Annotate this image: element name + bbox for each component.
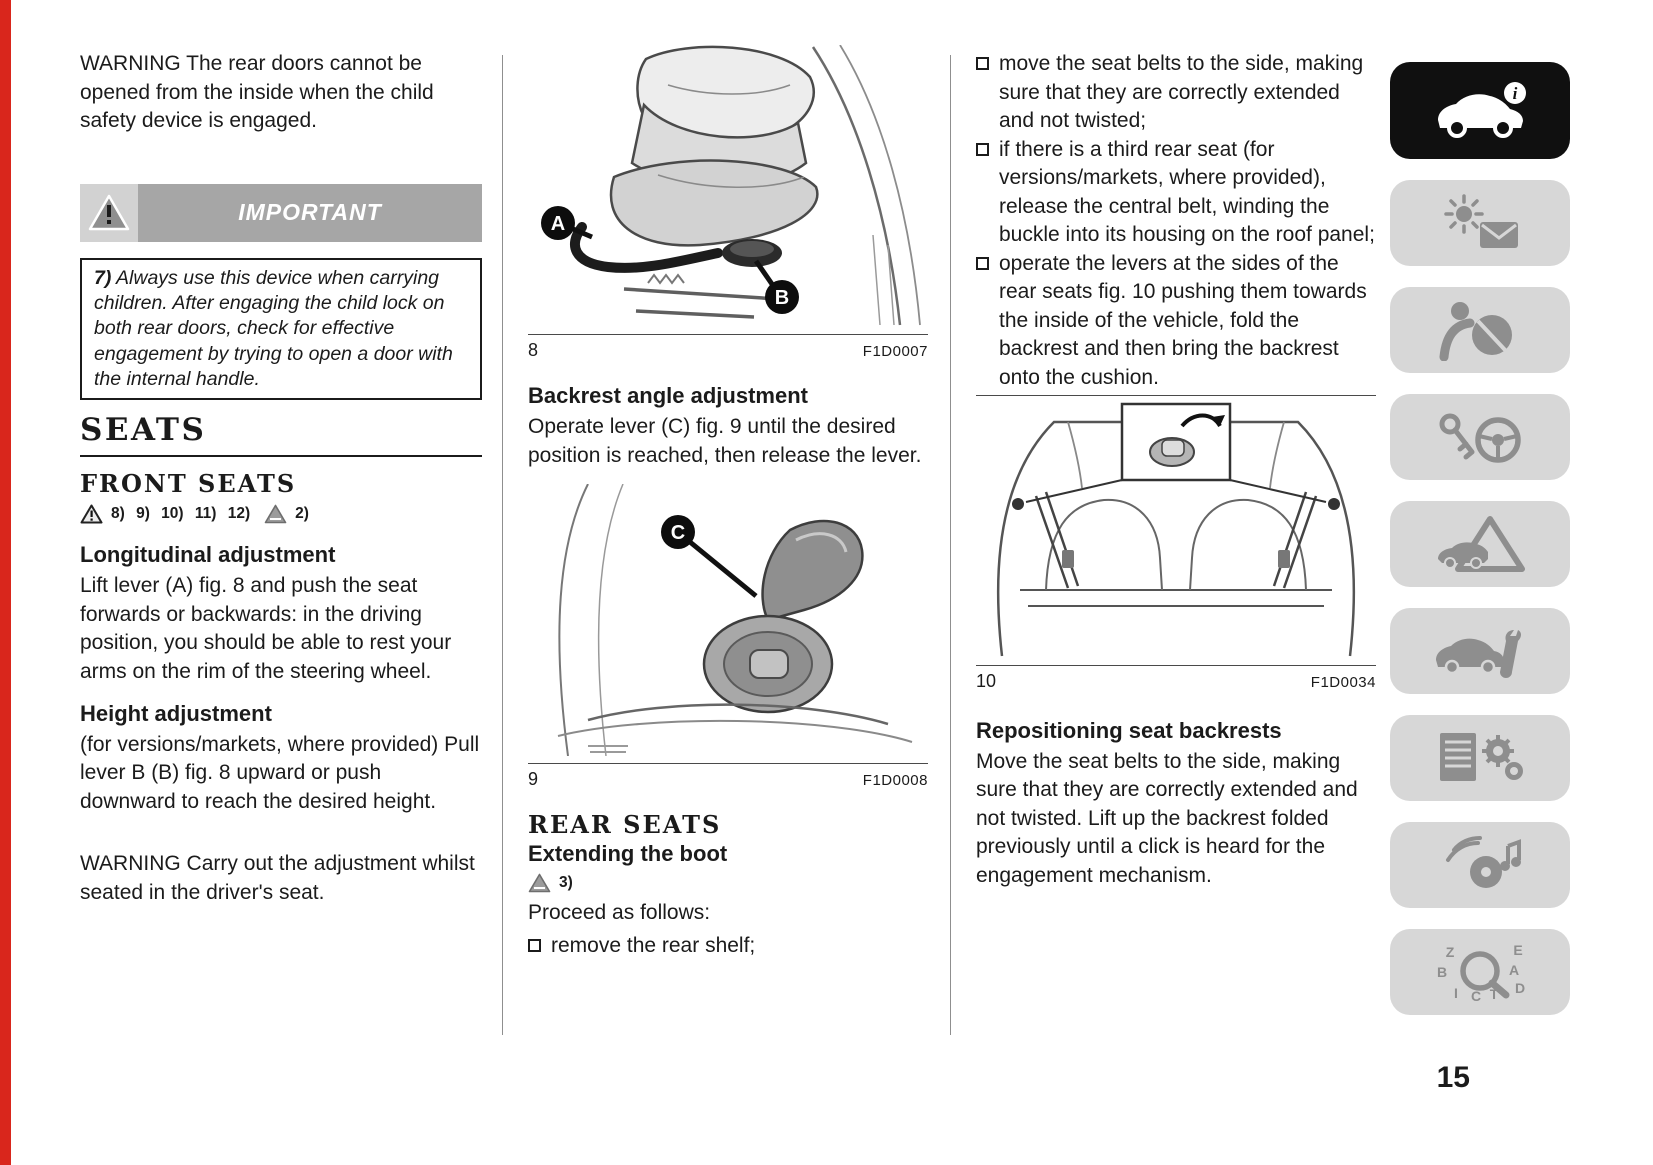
car-wrench-icon (1436, 630, 1521, 678)
figure-code: F1D0034 (1310, 673, 1376, 691)
backrest-text: Operate lever (C) fig. 9 until the desir… (528, 415, 922, 467)
warning-paragraph-top: WARNING The rear doors cannot be opened … (80, 52, 434, 133)
page-number: 15 (1436, 1061, 1470, 1094)
index-letter: D (1515, 980, 1525, 996)
car-info-icon: i (1438, 81, 1526, 138)
technical-data-icon (1440, 733, 1523, 781)
sidebar-item-multimedia[interactable] (1390, 822, 1570, 908)
figure-9: C 9 F1D0008 (528, 483, 928, 790)
index-search-icon: Z E B A D I C T (1437, 942, 1525, 1003)
list-item: if there is a third rear seat (for versi… (976, 136, 1376, 250)
longitudinal-heading: Longitudinal adjustment (80, 542, 336, 568)
caution-icon (528, 873, 551, 893)
index-letter: E (1513, 942, 1522, 958)
note-number: 7) (94, 266, 112, 289)
repositioning-heading: Repositioning seat backrests (976, 717, 1282, 743)
extending-boot-heading: Extending the boot (528, 841, 728, 867)
index-letter: A (1509, 962, 1519, 978)
height-text: (for versions/markets, where provided) P… (80, 732, 480, 813)
page-edge-accent (0, 0, 11, 1165)
figure-number: 9 (528, 769, 539, 790)
caution-note-ref: 2) (295, 505, 309, 523)
note-text: Always use this device when carrying chi… (94, 266, 453, 391)
figure-top-rule (976, 394, 1376, 396)
sidebar-item-warning-lights[interactable] (1390, 180, 1570, 266)
recline-lever-illustration: C (557, 483, 913, 757)
index-letter: T (1490, 986, 1499, 1002)
backrest-heading: Backrest angle adjustment (528, 383, 808, 408)
index-letter: Z (1446, 944, 1455, 960)
index-letter: I (1454, 985, 1458, 1001)
figure-number: 8 (528, 340, 539, 360)
caution-note-ref: 3) (559, 874, 573, 892)
figure-label-c: C (671, 522, 685, 544)
multimedia-icon (1446, 836, 1521, 888)
column-divider (502, 55, 503, 1035)
safety-airbag-icon (1439, 302, 1512, 361)
figure-10: 10 F1D0034 (976, 394, 1376, 692)
figure-code: F1D0008 (862, 772, 928, 790)
figure-8-caption: 8 F1D0007 (528, 334, 928, 361)
rear-seats-illustration (996, 402, 1356, 656)
rear-seats-heading: REAR SEATS (528, 810, 722, 840)
square-bullet-icon (976, 142, 989, 156)
warning-triangle-icon (80, 504, 103, 524)
proceed-text: Proceed as follows: (528, 901, 711, 925)
list-item-text: remove the rear shelf; (551, 933, 756, 957)
figure-8: A B 8 F1D0007 (528, 44, 928, 361)
warning-note-refs: 8) 9) 10) 11) 12) (111, 505, 251, 523)
note-references-row: 3) (528, 873, 928, 893)
column-1: WARNING The rear doors cannot be opened … (80, 50, 482, 907)
emergency-triangle-icon (1438, 516, 1525, 572)
sidebar-item-safety[interactable] (1390, 287, 1570, 373)
figure-10-caption: 10 F1D0034 (976, 664, 1376, 692)
column-2: A B 8 F1D0007 Backrest angle adjustment … (528, 44, 928, 961)
important-banner-label: IMPORTANT (138, 183, 482, 242)
column-divider (950, 55, 951, 1035)
important-banner: IMPORTANT (80, 183, 482, 242)
sidebar-item-starting-driving[interactable] (1390, 394, 1570, 480)
warning-triangle-icon (80, 183, 138, 242)
front-seats-heading: FRONT SEATS (80, 469, 297, 499)
figure-label-b: B (775, 287, 789, 309)
figure-number: 10 (976, 670, 997, 691)
list-item-text: if there is a third rear seat (for versi… (999, 137, 1375, 247)
figure-label-a: A (551, 213, 565, 235)
figure-9-caption: 9 F1D0008 (528, 763, 928, 790)
list-item: move the seat belts to the side, making … (976, 50, 1376, 136)
key-steering-icon (1439, 413, 1521, 463)
note-7-box: 7) Always use this device when carrying … (80, 257, 482, 401)
square-bullet-icon (528, 938, 541, 952)
warning-lights-icon (1444, 194, 1518, 248)
warning-triangle-icon (88, 194, 130, 230)
sidebar-item-vehicle-info[interactable]: i (1390, 62, 1570, 159)
info-glyph: i (1513, 84, 1518, 103)
longitudinal-text: Lift lever (A) fig. 8 and push the seat … (80, 574, 452, 683)
heading-rule (80, 455, 482, 458)
column-3: move the seat belts to the side, making … (976, 50, 1376, 890)
sidebar-item-index[interactable]: Z E B A D I C T (1390, 929, 1570, 1015)
seat-side-illustration: A B (541, 44, 921, 326)
square-bullet-icon (976, 256, 989, 270)
caution-icon (264, 505, 287, 524)
chapter-tab-bar: i (1390, 62, 1570, 1015)
warning-paragraph-bottom: WARNING Carry out the adjustment whilst … (80, 852, 475, 904)
sidebar-item-emergency[interactable] (1390, 501, 1570, 587)
repositioning-text: Move the seat belts to the side, making … (976, 749, 1358, 887)
figure-code: F1D0007 (862, 343, 928, 360)
list-item-text: operate the levers at the sides of the r… (999, 251, 1367, 390)
list-item: remove the rear shelf; (528, 932, 928, 961)
index-letter: B (1437, 964, 1447, 980)
seats-heading: SEATS (80, 412, 207, 449)
list-item-text: move the seat belts to the side, making … (999, 52, 1364, 133)
list-item: operate the levers at the sides of the r… (976, 250, 1376, 393)
square-bullet-icon (976, 57, 989, 70)
sidebar-item-technical-data[interactable] (1390, 715, 1570, 801)
note-references-row: 8) 9) 10) 11) 12) 2) (80, 504, 482, 524)
sidebar-item-servicing[interactable] (1390, 608, 1570, 694)
index-letter: C (1471, 988, 1481, 1003)
height-heading: Height adjustment (80, 700, 272, 726)
